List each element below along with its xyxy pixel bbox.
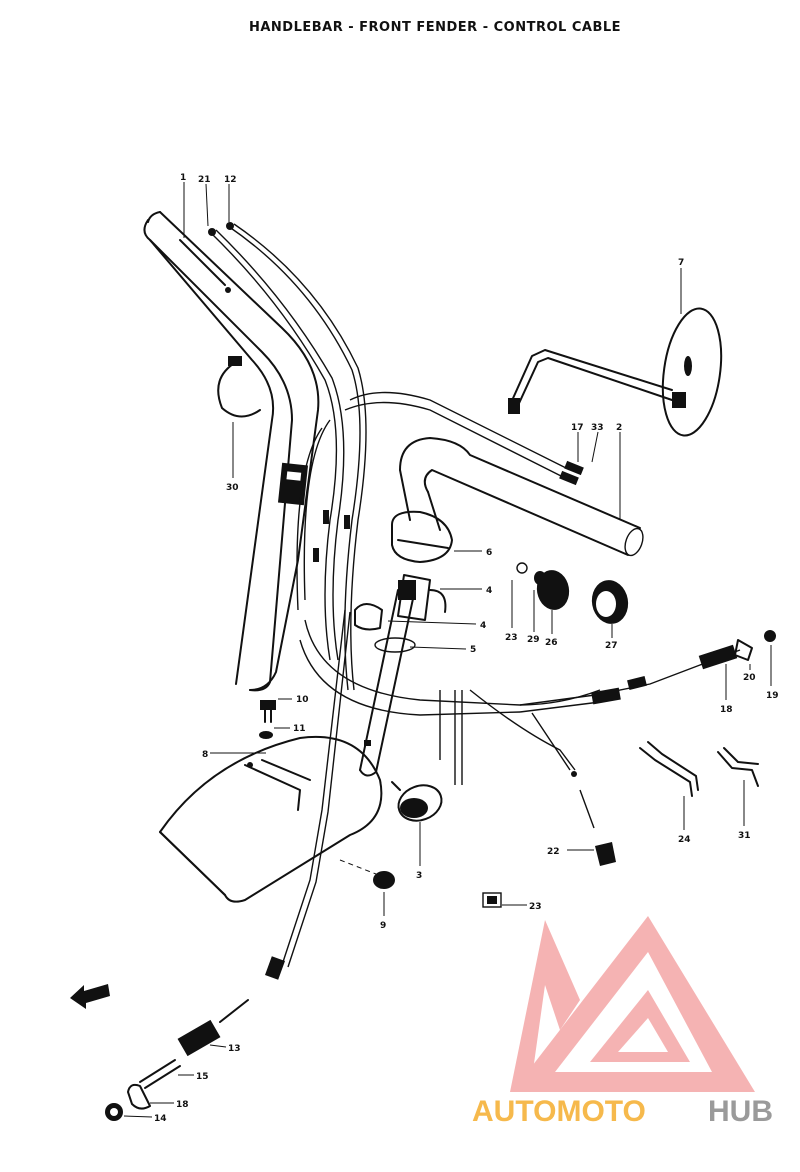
clip-23 (482, 892, 502, 908)
callout-9: 9 (380, 921, 386, 931)
callout-17: 17 (571, 423, 584, 433)
front-fender (159, 736, 383, 903)
bolt-10 (259, 700, 276, 739)
callout-26: 26 (545, 638, 558, 648)
callout-20: 20 (743, 673, 756, 683)
cables-left (208, 222, 367, 691)
callout-11: 11 (293, 724, 306, 734)
callout-21: 21 (198, 175, 211, 185)
cable-22 (579, 789, 595, 829)
watermark-triangle-hole (618, 1018, 668, 1052)
callout-27: 27 (605, 641, 618, 651)
callout-10: 10 (296, 695, 309, 705)
callout-15: 15 (196, 1072, 209, 1082)
callout-31: 31 (738, 831, 751, 841)
callout-30: 30 (226, 483, 239, 493)
throttle-assembly (354, 510, 453, 777)
front-direction-arrow (70, 984, 110, 1009)
callout-7: 7 (678, 258, 684, 268)
callout-4b: 4 (480, 621, 486, 631)
watermark-logo (510, 916, 755, 1092)
boot-22 (595, 842, 616, 866)
callout-4a: 4 (486, 586, 492, 596)
throttle-cable (219, 609, 351, 1023)
callout-1: 1 (180, 173, 186, 183)
cap-9 (339, 859, 395, 889)
callout-33: 33 (591, 423, 604, 433)
handlebar-clamp-band-light (286, 471, 302, 481)
callout-23b: 23 (529, 902, 542, 912)
callout-2: 2 (616, 423, 622, 433)
handlebar-right (399, 437, 644, 557)
watermark-left-wing (510, 920, 580, 1092)
callout-23a: 23 (505, 633, 518, 643)
knob-3 (391, 781, 443, 822)
callout-19: 19 (766, 691, 779, 701)
callout-5: 5 (470, 645, 476, 655)
handlebar-left (143, 211, 320, 692)
callout-12: 12 (224, 175, 237, 185)
cable-right (519, 630, 776, 777)
callout-18b: 18 (176, 1100, 189, 1110)
callout-24: 24 (678, 835, 691, 845)
mirror (508, 307, 723, 437)
callout-29: 29 (527, 635, 540, 645)
callout-3: 3 (416, 871, 422, 881)
diagram-title: HANDLEBAR - FRONT FENDER - CONTROL CABLE (249, 20, 621, 35)
callout-22: 22 (547, 847, 560, 857)
callout-14: 14 (154, 1114, 167, 1124)
callout-13: 13 (228, 1044, 241, 1054)
brackets (639, 741, 759, 797)
small-parts-right (516, 562, 629, 624)
watermark-text-b: HUB (708, 1095, 773, 1128)
handlebar-clamp-band (277, 462, 309, 506)
callout-18a: 18 (720, 705, 733, 715)
callout-labels: 1 21 12 7 17 33 2 30 6 4 4 5 23 29 26 27… (154, 173, 779, 1124)
callout-6: 6 (486, 548, 492, 558)
callout-8: 8 (202, 750, 208, 760)
clip-30 (217, 356, 261, 418)
watermark-text-a: AUTOMOTO (472, 1095, 646, 1128)
watermark-triangle-core (590, 990, 690, 1062)
leader-lines (123, 182, 772, 1118)
cable-end-adjuster (105, 1019, 221, 1121)
